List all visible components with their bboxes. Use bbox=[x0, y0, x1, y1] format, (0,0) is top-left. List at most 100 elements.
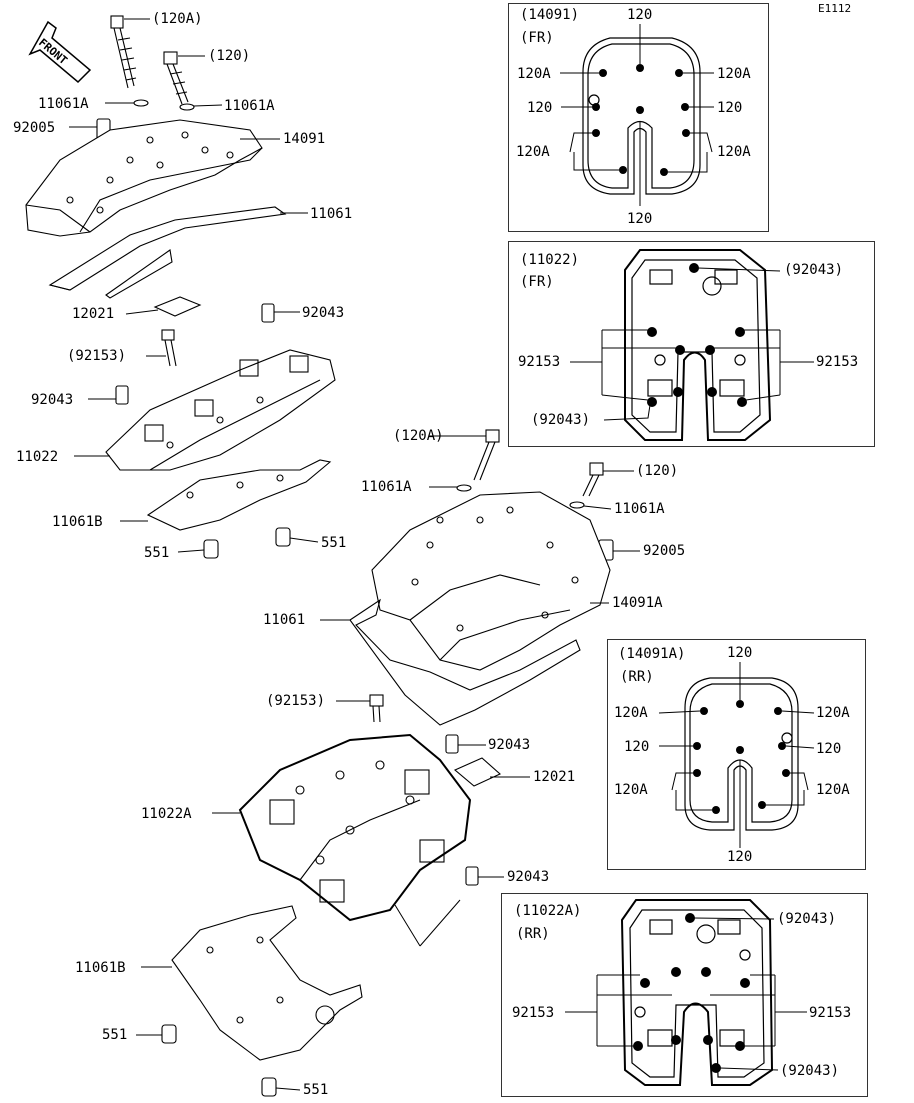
bolt-92153-icon bbox=[369, 694, 384, 723]
diagram-code: E1112 bbox=[818, 2, 852, 15]
callout-rear-washer-right: 11061A bbox=[614, 501, 665, 517]
inset-14091-bottom: 120 bbox=[627, 211, 653, 227]
inset-14091a-right-low-a: 120A bbox=[816, 782, 850, 798]
inset-11022-left-bolt: 92153 bbox=[518, 354, 561, 370]
inset-14091a-title-code: (14091A) bbox=[618, 646, 686, 662]
callout-rear-collar: 92005 bbox=[643, 543, 686, 559]
inset-14091-right-low-a: 120A bbox=[717, 144, 751, 160]
washer-icon bbox=[133, 99, 149, 107]
inset-11022a-title-code: (11022A) bbox=[514, 903, 582, 919]
washer-icon bbox=[569, 501, 585, 509]
callout-washer-left: 11061A bbox=[38, 96, 89, 112]
inset-11022a-top-dowel: (92043) bbox=[777, 911, 837, 927]
inset-11022-title-code: (11022) bbox=[520, 252, 580, 268]
rear-gasket-b-outline bbox=[171, 905, 363, 1061]
inset-14091-fr-box bbox=[508, 3, 769, 232]
callout-top-bolt-a: (120A) bbox=[152, 11, 203, 27]
plug-icon bbox=[203, 539, 219, 559]
rear-gasket-outline bbox=[349, 598, 581, 726]
inset-14091-right-mid: 120 bbox=[717, 100, 743, 116]
inset-14091-left-a: 120A bbox=[517, 66, 551, 82]
front-cover-outline bbox=[25, 119, 263, 237]
inset-11022a-bottom-dowel: (92043) bbox=[780, 1063, 840, 1079]
inset-14091-right-a: 120A bbox=[717, 66, 751, 82]
dowel-icon bbox=[115, 385, 129, 405]
dowel-icon bbox=[445, 734, 459, 754]
callout-plate-front: 12021 bbox=[72, 306, 115, 322]
bolt-92153-icon bbox=[161, 329, 177, 367]
inset-14091-title-code: (14091) bbox=[520, 7, 580, 23]
callout-rear-washer-left: 11061A bbox=[361, 479, 412, 495]
rear-head-outline bbox=[238, 733, 472, 922]
callout-dowel-rear-low: 92043 bbox=[507, 869, 550, 885]
front-gasket-b-outline bbox=[146, 459, 332, 531]
callout-rear-bolt: (120) bbox=[636, 463, 679, 479]
callout-rear-cover: 14091A bbox=[612, 595, 663, 611]
inset-14091a-rr-drawing bbox=[658, 662, 815, 848]
inset-11022a-title-pos: (RR) bbox=[516, 926, 550, 942]
callout-cover-front: 14091 bbox=[283, 131, 326, 147]
callout-dowel-front-left: 92043 bbox=[31, 392, 74, 408]
inset-11022a-rr-drawing bbox=[565, 899, 807, 1086]
dowel-icon bbox=[465, 866, 479, 886]
inset-14091a-left-a: 120A bbox=[614, 705, 648, 721]
inset-14091a-rr-box bbox=[607, 639, 866, 870]
callout-bolt-rear: (92153) bbox=[266, 693, 326, 709]
callout-plug-front-b: 551 bbox=[321, 535, 347, 551]
inset-11022-right-bolt: 92153 bbox=[816, 354, 859, 370]
inset-14091a-left-low-a: 120A bbox=[614, 782, 648, 798]
front-gasket-outline bbox=[48, 206, 287, 299]
inset-14091-title-pos: (FR) bbox=[520, 30, 554, 46]
plug-icon bbox=[275, 527, 291, 547]
inset-11022a-rr-box bbox=[501, 893, 868, 1097]
inset-14091a-bottom: 120 bbox=[727, 849, 753, 865]
callout-gasket-b-front: 11061B bbox=[52, 514, 103, 530]
callout-gasket-b-rear: 11061B bbox=[75, 960, 126, 976]
inset-11022-fr-box bbox=[508, 241, 875, 447]
plug-icon bbox=[261, 1077, 277, 1097]
washer-icon bbox=[456, 484, 472, 492]
bolt-120-icon bbox=[582, 462, 604, 497]
inset-14091a-title-pos: (RR) bbox=[620, 669, 654, 685]
inset-14091-left-mid: 120 bbox=[527, 100, 553, 116]
inset-11022a-left-bolt: 92153 bbox=[512, 1005, 555, 1021]
front-head-outline bbox=[105, 349, 336, 471]
front-arrow-icon bbox=[28, 20, 92, 84]
dowel-icon bbox=[261, 303, 275, 323]
plate-icon bbox=[153, 296, 202, 317]
callout-washer-right: 11061A bbox=[224, 98, 275, 114]
inset-14091a-right-a: 120A bbox=[816, 705, 850, 721]
callout-plug-rear-a: 551 bbox=[102, 1027, 128, 1043]
inset-11022-bottom-dowel: (92043) bbox=[531, 412, 591, 428]
callout-plug-front-a: 551 bbox=[144, 545, 170, 561]
washer-icon bbox=[179, 103, 195, 111]
bolt-120a-icon bbox=[110, 15, 137, 89]
callout-rear-gasket: 11061 bbox=[263, 612, 306, 628]
inset-11022-title-pos: (FR) bbox=[520, 274, 554, 290]
plate-icon bbox=[453, 757, 501, 787]
inset-11022-top-dowel: (92043) bbox=[784, 262, 844, 278]
callout-bolt-front: (92153) bbox=[67, 348, 127, 364]
rear-cover-outline bbox=[371, 491, 611, 671]
callout-dowel-rear-top: 92043 bbox=[488, 737, 531, 753]
callout-rear-bolt-a: (120A) bbox=[393, 428, 444, 444]
callout-gasket-front: 11061 bbox=[310, 206, 353, 222]
callout-head-rear: 11022A bbox=[141, 806, 192, 822]
callout-top-bolt: (120) bbox=[208, 48, 251, 64]
callout-plug-rear-b: 551 bbox=[303, 1082, 329, 1098]
inset-11022-fr-drawing bbox=[570, 249, 814, 441]
plug-icon bbox=[161, 1024, 177, 1044]
bolt-120-icon bbox=[163, 51, 189, 105]
bolt-120a-icon bbox=[473, 429, 500, 481]
inset-11022a-right-bolt: 92153 bbox=[809, 1005, 852, 1021]
inset-14091-left-low-a: 120A bbox=[516, 144, 550, 160]
callout-collar-left: 92005 bbox=[13, 120, 56, 136]
callout-dowel-front-top: 92043 bbox=[302, 305, 345, 321]
callout-plate-rear: 12021 bbox=[533, 769, 576, 785]
inset-14091-top: 120 bbox=[627, 7, 653, 23]
inset-14091a-top: 120 bbox=[727, 645, 753, 661]
inset-14091a-left-mid: 120 bbox=[624, 739, 650, 755]
inset-14091-fr-drawing bbox=[560, 24, 714, 206]
